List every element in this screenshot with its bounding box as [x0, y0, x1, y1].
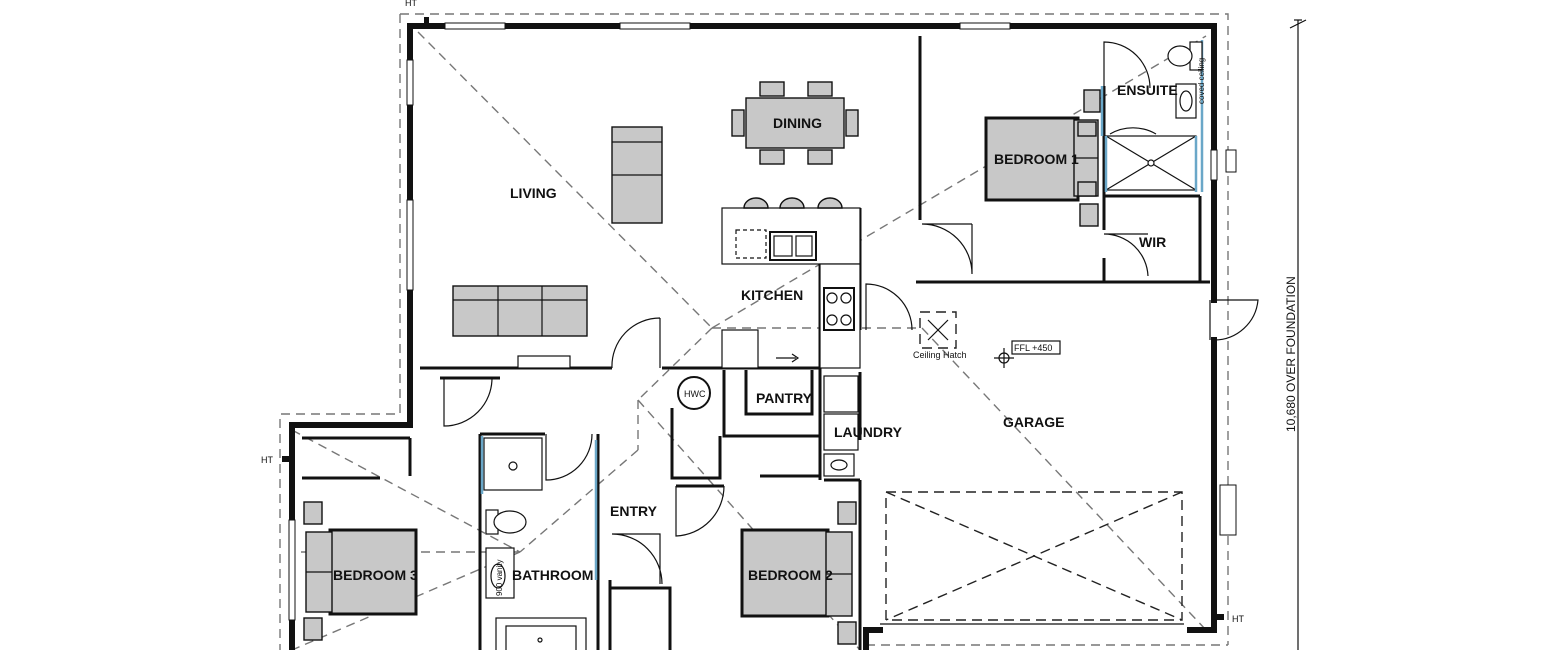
room-label-bedroom2: BEDROOM 2 — [748, 567, 833, 583]
room-label-entry: ENTRY — [610, 503, 658, 519]
ht-label-top: HT — [405, 0, 417, 8]
ceiling-hatch-label: Ceiling Hatch — [913, 350, 967, 360]
vanity-label: 900 vanity — [495, 560, 504, 596]
living-furniture — [452, 126, 663, 369]
ensuite-shower — [1100, 40, 1204, 192]
kitchen-fixtures — [721, 197, 861, 369]
hwc-label: HWC — [684, 389, 706, 399]
hwc — [677, 376, 711, 410]
ht-label-right: HT — [1232, 614, 1244, 624]
ht-label-left: HT — [261, 455, 273, 465]
room-label-bathroom: BATHROOM — [512, 567, 593, 583]
room-label-dining: DINING — [773, 115, 822, 131]
dining-set — [731, 81, 859, 165]
dimension-line — [1289, 19, 1307, 650]
ht-markers — [282, 17, 1224, 620]
bedroom3-bed — [303, 501, 418, 641]
laundry-fixtures — [823, 375, 859, 477]
room-label-wir: WIR — [1139, 234, 1166, 250]
room-label-garage: GARAGE — [1003, 414, 1064, 430]
bedroom1-bed — [984, 116, 1099, 227]
room-label-laundry: LAUNDRY — [834, 424, 903, 440]
doors — [443, 41, 1259, 585]
room-label-bedroom1: BEDROOM 1 — [994, 151, 1079, 167]
room-label-living: LIVING — [510, 185, 557, 201]
level-marker — [994, 340, 1061, 368]
windows — [288, 22, 1237, 621]
garage-door — [880, 491, 1184, 625]
room-label-bedroom3: BEDROOM 3 — [333, 567, 418, 583]
ensuite-fixtures — [1083, 41, 1203, 119]
room-label-pantry: PANTRY — [756, 390, 813, 406]
ffl-label: FFL +450 — [1014, 343, 1052, 353]
ceiling-hatch — [919, 311, 957, 349]
coved-ceiling-label: coved ceiling — [1197, 58, 1206, 104]
room-label-ensuite: ENSUITE — [1117, 82, 1178, 98]
bathroom-fixtures — [480, 436, 598, 650]
dimension-label: 10,680 OVER FOUNDATION — [1284, 276, 1298, 432]
roof-outline — [279, 13, 1229, 650]
bedroom2-bed — [740, 501, 857, 645]
room-label-kitchen: KITCHEN — [741, 287, 803, 303]
